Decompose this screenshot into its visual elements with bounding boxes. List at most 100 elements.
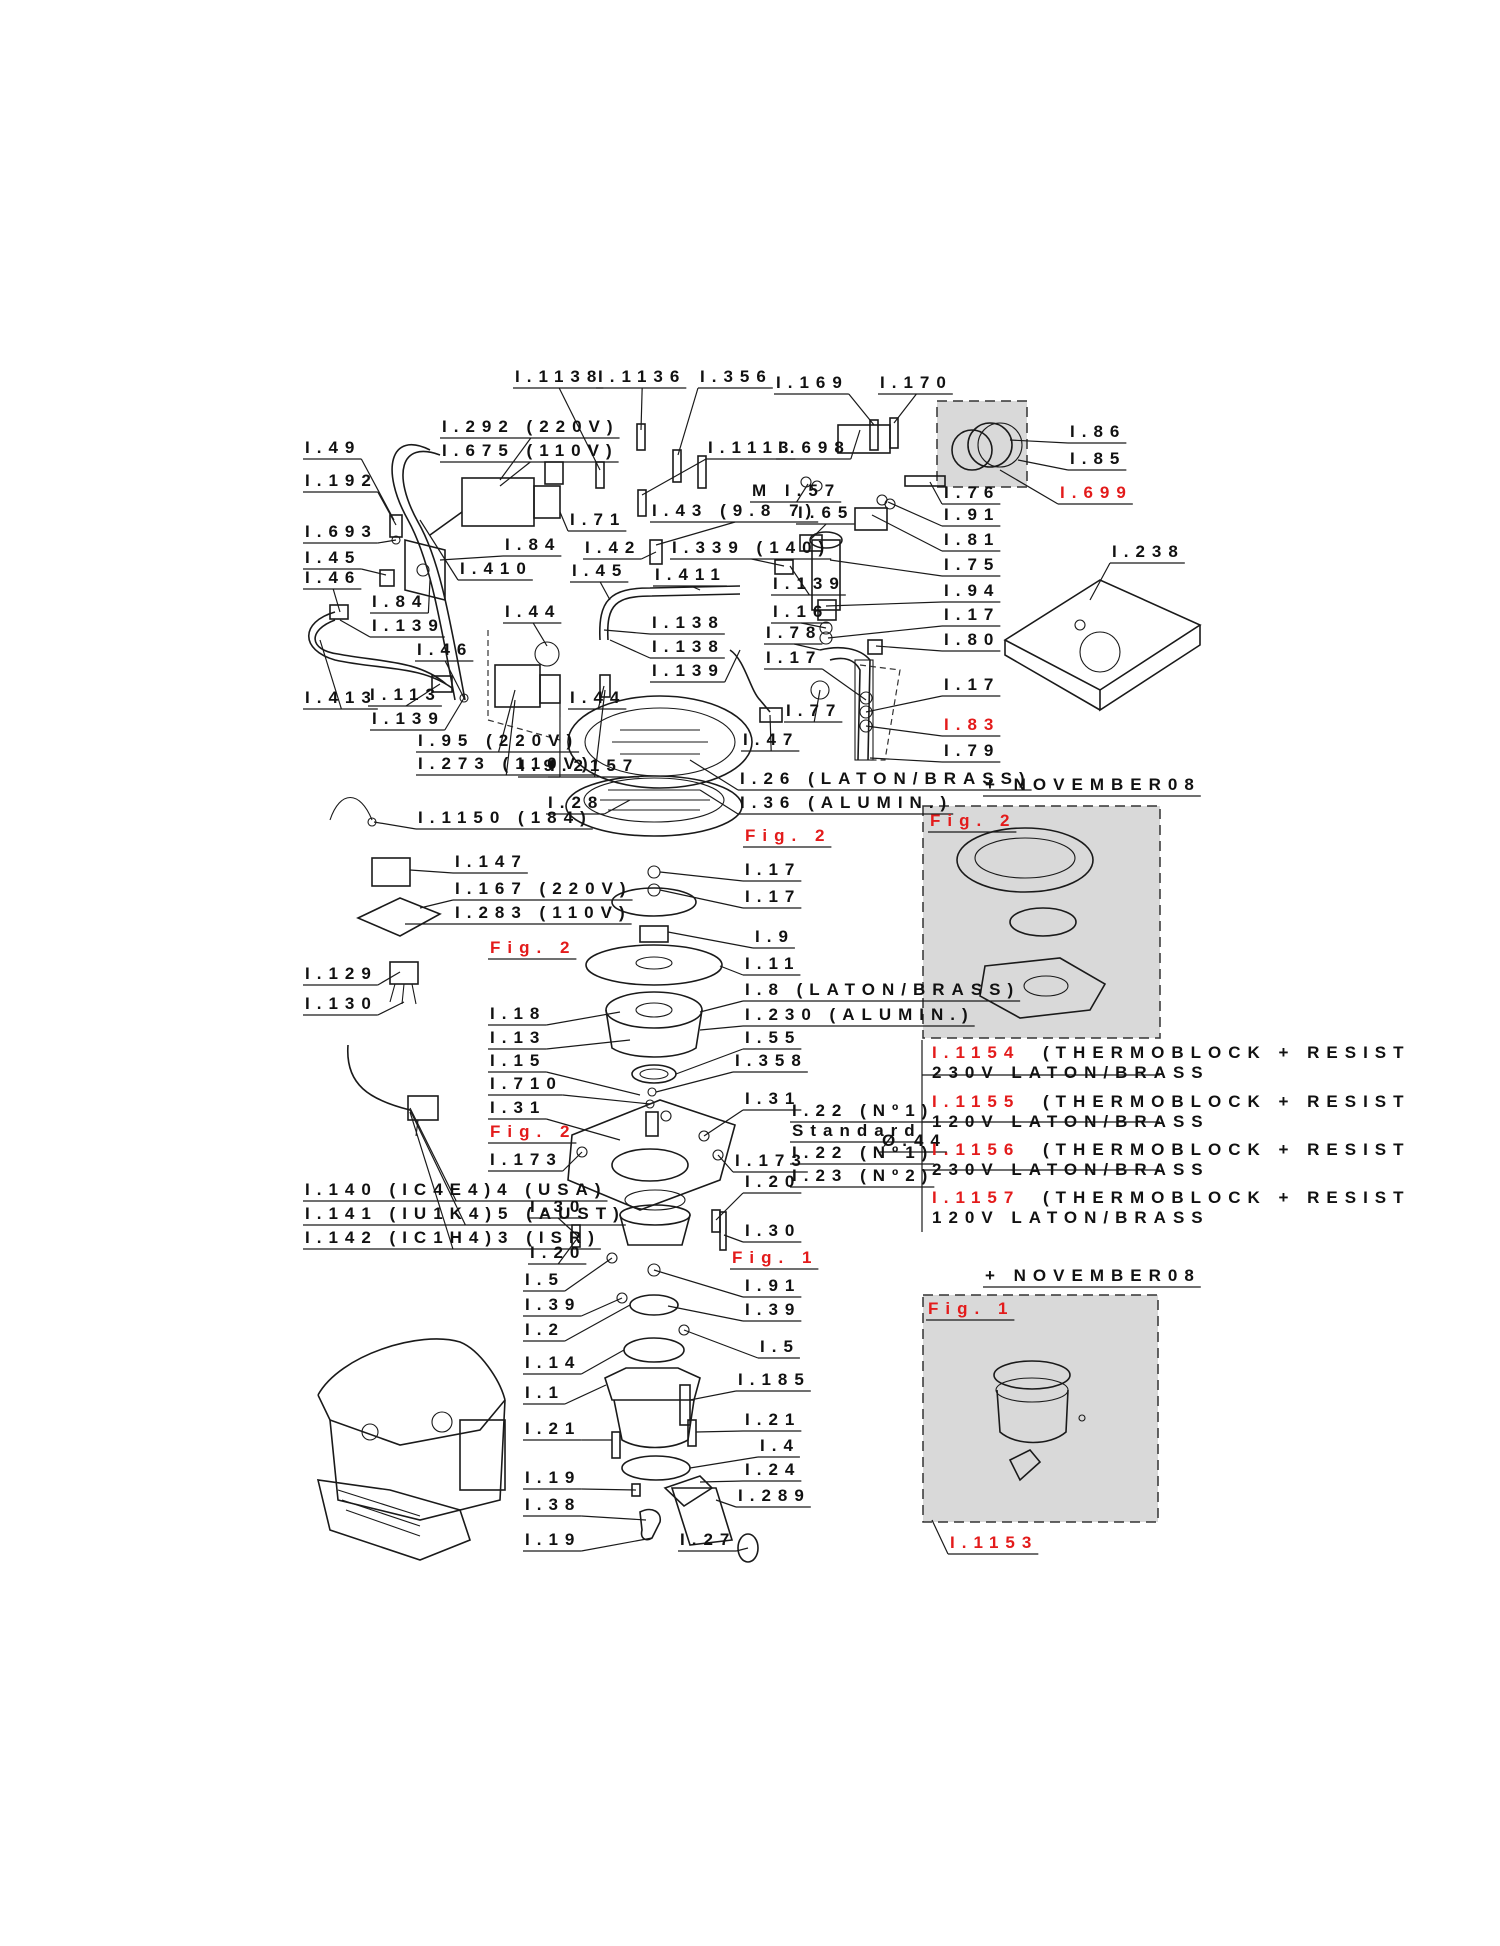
inset-box-699 (937, 401, 1027, 487)
label-1136: I.1136 (598, 367, 686, 386)
switch-147 (372, 858, 410, 886)
label-20b-leader (716, 1193, 743, 1220)
label-356-leader (678, 388, 698, 455)
label-169: I.169 (776, 373, 849, 392)
label-2: I.2 (525, 1320, 565, 1339)
label-8: I.8 (LATON/BRASS) (745, 980, 1020, 999)
label-18-leader (546, 1012, 620, 1025)
label-84-leader (428, 580, 430, 613)
label-91a: I.91 (944, 505, 1000, 524)
filter-holder-body (620, 1215, 690, 1245)
label-147: I.147 (455, 852, 528, 871)
label-31b-leader (704, 1110, 743, 1136)
washer-17d (648, 866, 660, 878)
label-5a: I.5 (525, 1270, 565, 1289)
label-21b: I.21 (745, 1410, 801, 1429)
label-43: I.43 (9.8 7) (652, 501, 818, 520)
group-plate-bore (612, 1149, 688, 1181)
label-91b-leader (654, 1270, 743, 1297)
label-39b: I.39 (745, 1300, 801, 1319)
label-45b-leader (600, 582, 610, 600)
label-1: I.1 (525, 1383, 565, 1402)
label-358: I.358 (735, 1051, 808, 1070)
filter-holder-rim (620, 1205, 690, 1225)
screw-31 (661, 1111, 671, 1121)
label-1150: I.1150 (184) (418, 808, 593, 827)
label-139a-leader (340, 620, 370, 637)
label-17c-leader (866, 696, 942, 712)
label-147-leader (410, 870, 453, 873)
label-410: I.410 (460, 559, 533, 578)
label-17a: I.17 (944, 605, 1000, 624)
label-45b: I.45 (572, 561, 628, 580)
label-192-leader (378, 492, 396, 525)
label-292: I.292 (220V) (442, 417, 620, 436)
label-138a-leader (604, 630, 650, 634)
solenoid-valve (495, 665, 540, 707)
label-31a: I.31 (490, 1098, 546, 1117)
inset-box-fig1 (923, 1295, 1158, 1522)
valve-710 (646, 1112, 658, 1136)
label-71: I.71 (570, 510, 626, 529)
label-8-leader (700, 1001, 743, 1012)
label-19b-leader (581, 1538, 652, 1551)
oring-17a (860, 692, 872, 704)
label-130-leader (378, 1002, 404, 1015)
fitting-45 (380, 570, 394, 586)
label-139d-leader (445, 698, 464, 730)
label-1150-leader (374, 822, 416, 829)
label-17d: I.17 (745, 860, 801, 879)
tray-238-side (1100, 625, 1200, 710)
label-fig2a: Fig. 2 (930, 811, 1016, 830)
tb-code-1157: I.1157 (932, 1188, 1020, 1207)
label-22b: I.22 (Nº1) (792, 1143, 934, 1162)
label-fig2d: Fig. 2 (490, 1122, 576, 1141)
label-28-leader (604, 800, 630, 814)
label-413: I.413 (305, 688, 378, 707)
solenoid-head (540, 675, 560, 703)
thermoblock-table: I.1154 (THERMOBLOCK + RESIST 230V LATON/… (922, 1040, 1411, 1232)
label-5b: I.5 (760, 1337, 800, 1356)
label-46a-leader (333, 589, 340, 612)
label-698: I.698 (778, 438, 851, 457)
screw-185 (680, 1385, 690, 1425)
fitting-81 (855, 508, 887, 530)
portafilter-1 (605, 1368, 700, 1400)
label-19a: I.19 (525, 1468, 581, 1487)
label-91b: I.91 (745, 1276, 801, 1295)
screw-20b (712, 1210, 720, 1232)
label-75-leader (830, 560, 942, 576)
sensor-1150-wire (330, 798, 372, 821)
tb-desc-1156: (THERMOBLOCK + RESIST (1043, 1140, 1411, 1159)
label-77: I.77 (786, 701, 842, 720)
label-nov1: + NOVEMBER08 (985, 775, 1201, 794)
machine-knob-2 (432, 1412, 452, 1432)
label-192: I.192 (305, 471, 378, 490)
terminal-130-wires (390, 984, 416, 1004)
label-21b-leader (696, 1431, 743, 1432)
tray-238-edge (1005, 640, 1100, 710)
label-699: I.699 (1060, 483, 1133, 502)
tb-desc-1157: (THERMOBLOCK + RESIST (1043, 1188, 1411, 1207)
board-167 (358, 898, 440, 936)
label-20b: I.20 (745, 1172, 801, 1191)
label-42-leader (641, 552, 656, 559)
screw-21a (612, 1432, 620, 1458)
label-693: I.693 (305, 522, 378, 541)
label-130: I.130 (305, 994, 378, 1013)
label-411: I.411 (655, 565, 727, 584)
label-86: I.86 (1070, 422, 1126, 441)
label-30b: I.30 (530, 1197, 586, 1216)
label-94-leader (826, 602, 942, 606)
label-167-leader (420, 900, 453, 908)
label-4: I.4 (760, 1436, 800, 1455)
spring-358 (648, 1088, 656, 1096)
label-fig2b: Fig. 2 (745, 826, 831, 845)
label-36-leader (700, 790, 738, 814)
label-44b: I.44 (570, 688, 626, 707)
label-38: I.38 (525, 1495, 581, 1514)
label-9b: I.9 (755, 927, 795, 946)
label-2157: I.2157 (550, 756, 639, 775)
